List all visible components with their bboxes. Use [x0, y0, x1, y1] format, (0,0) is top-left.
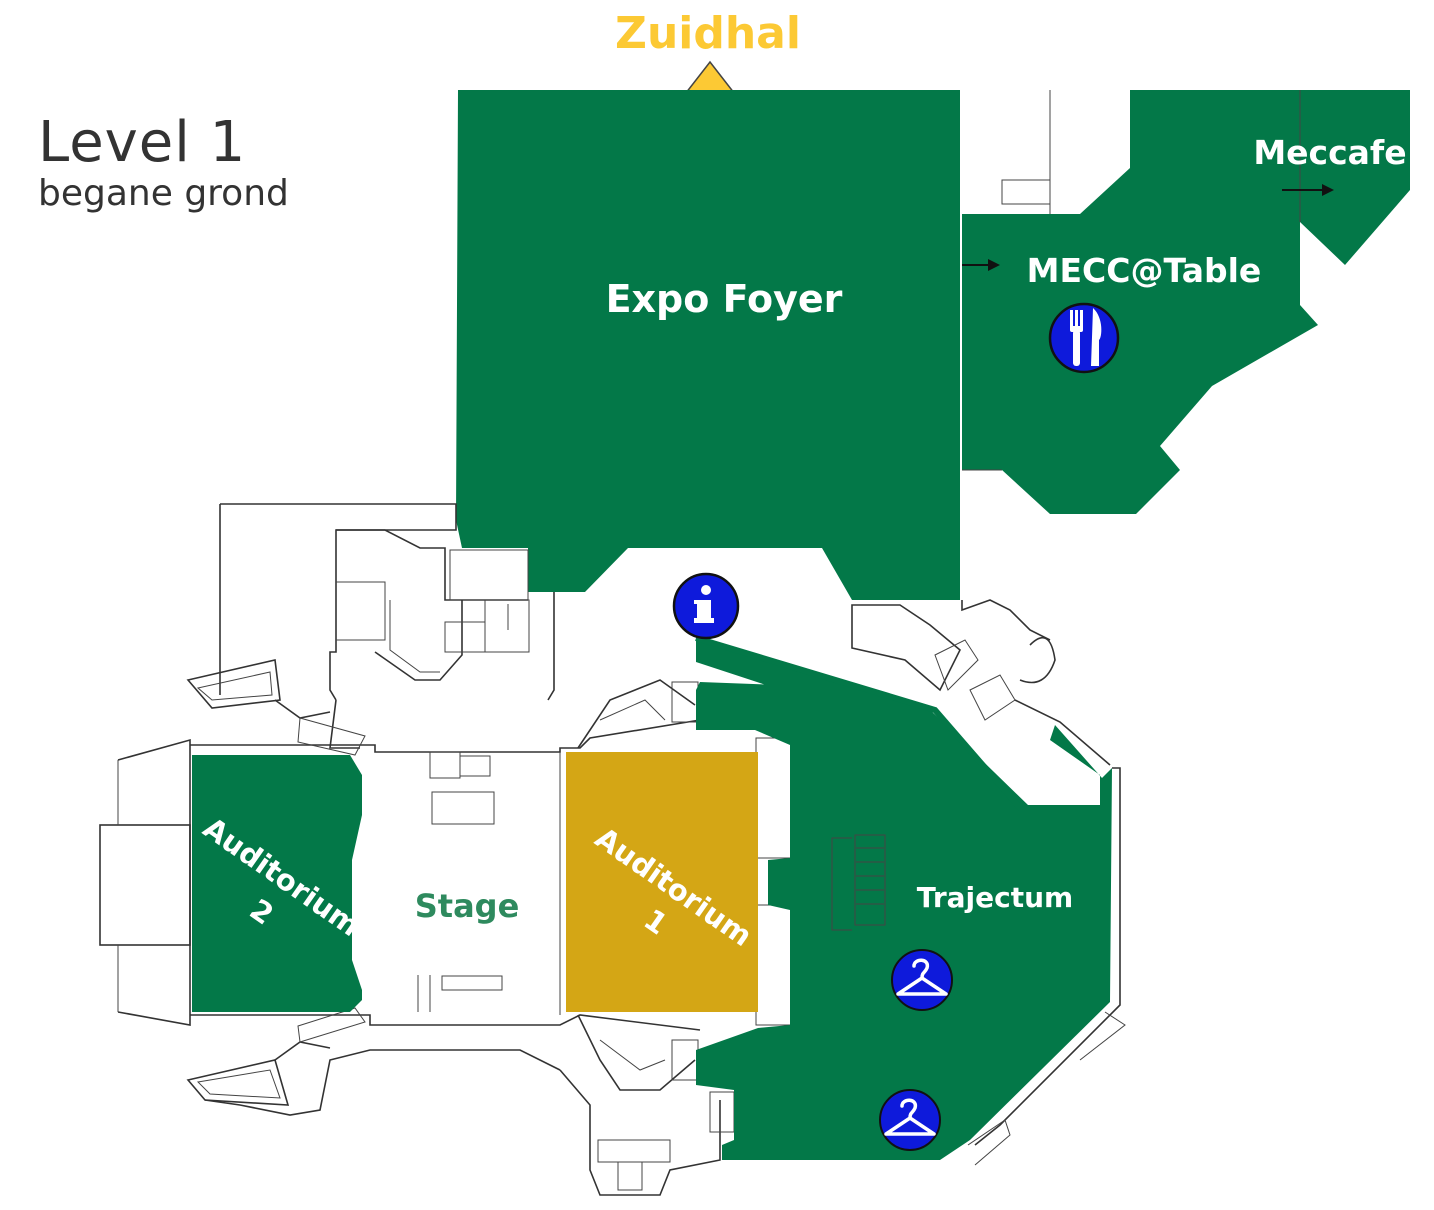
level-title: Level 1 [38, 110, 247, 175]
info-icon[interactable] [672, 572, 740, 640]
expo-foyer-area[interactable] [456, 90, 960, 600]
stage-label: Stage [415, 887, 520, 925]
auditorium-2-area[interactable] [192, 755, 362, 1012]
coat-hanger-icon[interactable] [879, 1089, 941, 1151]
trajectum-area[interactable] [696, 640, 1112, 1160]
auditorium-1-area[interactable] [566, 752, 758, 1012]
mecc-table-area[interactable] [962, 90, 1410, 514]
zuidhal-label[interactable]: Zuidhal [615, 8, 801, 59]
map-heading: Level 1 begane grond [38, 112, 289, 214]
cutlery-icon[interactable] [1048, 302, 1120, 374]
trajectum-label: Trajectum [917, 881, 1073, 914]
meccafe-entrance-arrow-icon [1282, 184, 1334, 196]
level-subtitle: begane grond [38, 173, 289, 214]
mecc-table-entrance-arrow-icon [962, 259, 1000, 271]
mecc-table-label: MECC@Table [1027, 251, 1262, 290]
meccafe-label: Meccafe [1253, 133, 1406, 172]
route-line [695, 635, 1102, 811]
coat-hanger-icon[interactable] [891, 949, 953, 1011]
expo-foyer-label: Expo Foyer [606, 277, 843, 321]
